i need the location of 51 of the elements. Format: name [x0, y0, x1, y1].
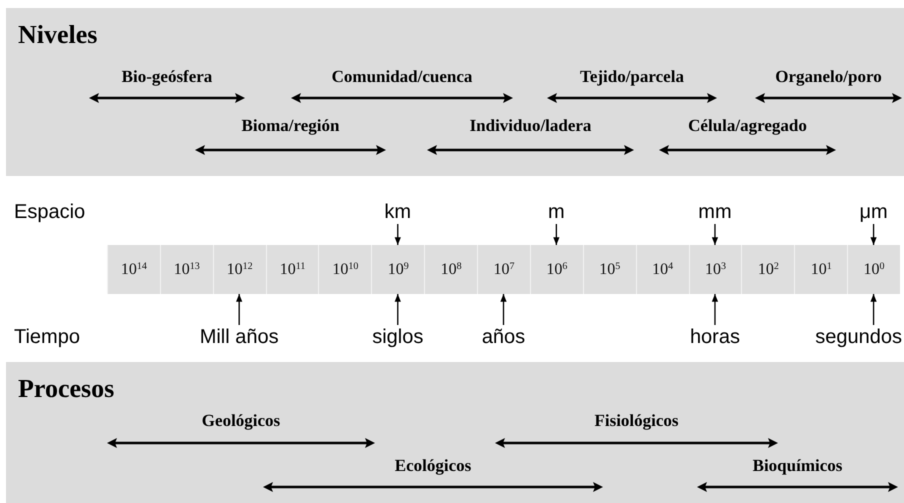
- arrow: [712, 294, 718, 325]
- range-label: Bio-geósfera: [122, 67, 212, 86]
- axis-label: Tiempo: [14, 326, 80, 348]
- power-of-ten: 10$^{10}$: [332, 260, 358, 280]
- range-label: Comunidad/cuenca: [332, 67, 472, 86]
- power-of-ten: 10$^{11}$: [280, 260, 306, 280]
- power-of-ten: 10$^{0}$: [864, 260, 885, 280]
- arrow: [500, 294, 507, 325]
- panel: [6, 8, 904, 176]
- power-of-ten: 10$^{4}$: [652, 260, 674, 280]
- range-label: Célula/agregado: [688, 116, 807, 135]
- arrow: [236, 294, 242, 325]
- panel-heading: Niveles: [18, 22, 98, 48]
- panel-heading: Procesos: [18, 376, 114, 402]
- scale-unit: μm: [859, 200, 888, 224]
- arrow: [553, 224, 560, 245]
- range-label: Organelo/poro: [775, 67, 882, 86]
- power-of-ten: 10$^{12}$: [226, 260, 253, 280]
- range-label: Individuo/ladera: [470, 116, 592, 135]
- panel: [6, 362, 904, 503]
- power-of-ten: 10$^{1}$: [810, 260, 832, 280]
- arrow: [712, 224, 718, 245]
- arrow: [394, 224, 401, 245]
- power-of-ten: 10$^{3}$: [704, 260, 726, 280]
- scale-unit: horas: [690, 325, 740, 349]
- power-of-ten: 10$^{8}$: [440, 260, 462, 280]
- scale-unit: km: [384, 200, 412, 224]
- range-label: Bioma/región: [242, 116, 340, 135]
- power-of-ten: 10$^{7}$: [493, 260, 514, 280]
- scale-unit: mm: [698, 200, 732, 224]
- axis-label: Espacio: [14, 201, 86, 223]
- range-label: Bioquímicos: [752, 456, 842, 475]
- scale-unit: años: [482, 325, 526, 349]
- arrow: [870, 294, 877, 325]
- scale-unit: m: [548, 200, 565, 224]
- power-of-ten: 10$^{9}$: [388, 260, 409, 280]
- range-label: Geológicos: [202, 411, 280, 430]
- scale-bar: [107, 245, 900, 294]
- scale-unit: Mill años: [200, 325, 279, 349]
- arrow: [870, 224, 877, 245]
- power-of-ten: 10$^{13}$: [174, 260, 200, 280]
- scale-unit: segundos: [815, 325, 902, 349]
- power-of-ten: 10$^{14}$: [120, 260, 147, 280]
- scale-unit: siglos: [372, 325, 424, 349]
- arrow: [394, 294, 401, 325]
- range-label: Fisiológicos: [594, 411, 679, 430]
- power-of-ten: 10$^{2}$: [758, 260, 779, 280]
- range-label: Ecológicos: [394, 456, 472, 475]
- power-of-ten: 10$^{6}$: [546, 260, 568, 280]
- range-label: Tejido/parcela: [580, 67, 684, 86]
- power-of-ten: 10$^{5}$: [599, 260, 620, 280]
